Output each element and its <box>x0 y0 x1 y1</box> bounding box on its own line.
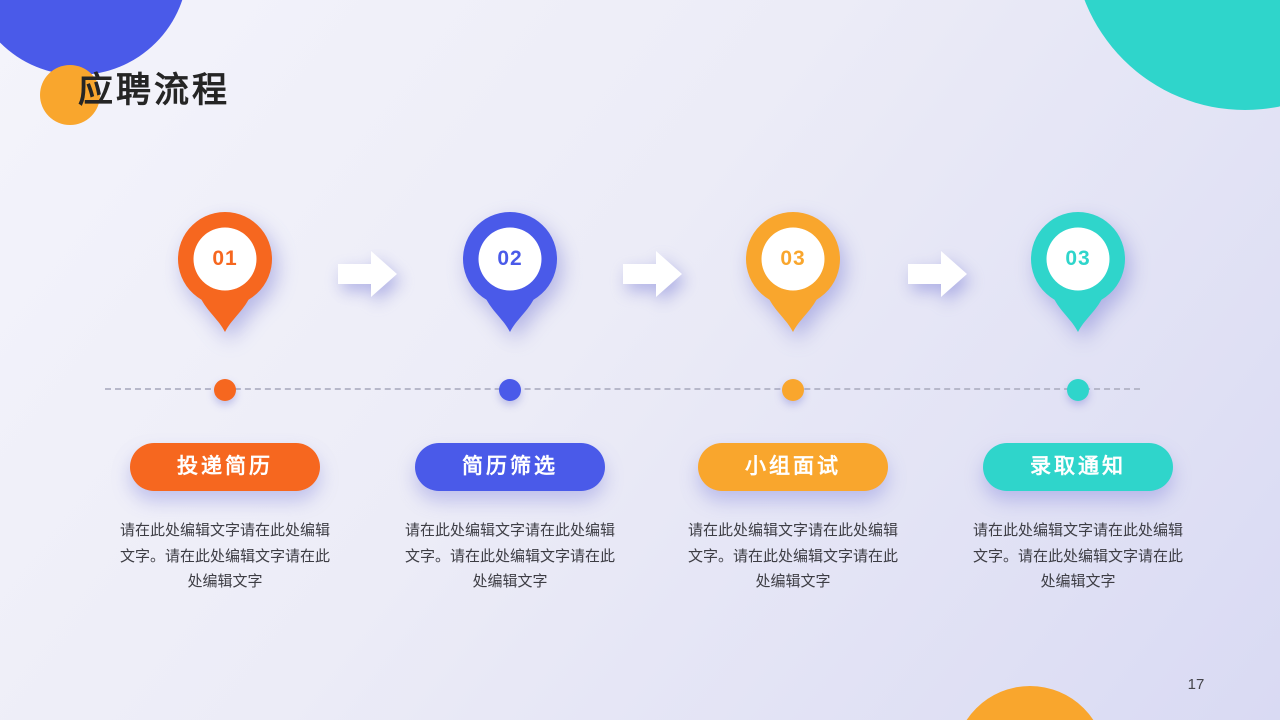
page-title: 应聘流程 <box>78 71 231 110</box>
step-label-pill: 投递简历 <box>130 443 320 491</box>
arrow-right-icon <box>908 250 968 298</box>
step-description: 请在此处编辑文字请在此处编辑文字。请在此处编辑文字请在此处编辑文字 <box>404 522 615 590</box>
step-label-pill: 简历筛选 <box>415 443 605 491</box>
step-column-2: 02 简历筛选 请在此处编辑文字请在此处编辑文字。请在此处编辑文字请在此处编辑文… <box>390 210 630 620</box>
step-label-pill: 小组面试 <box>698 443 888 491</box>
step-column-4: 03 录取通知 请在此处编辑文字请在此处编辑文字。请在此处编辑文字请在此处编辑文… <box>958 210 1198 620</box>
step-number: 03 <box>780 247 806 270</box>
step-number: 02 <box>497 247 523 270</box>
page-number: 17 <box>1187 676 1205 693</box>
step-number: 01 <box>212 247 238 270</box>
arrow-right-icon <box>338 250 398 298</box>
step-column-3: 03 小组面试 请在此处编辑文字请在此处编辑文字。请在此处编辑文字请在此处编辑文… <box>673 210 913 620</box>
location-pin-icon: 02 <box>460 210 560 336</box>
step-number: 03 <box>1065 247 1091 270</box>
timeline-dot <box>499 379 521 401</box>
location-pin-icon: 01 <box>175 210 275 336</box>
timeline-dot <box>782 379 804 401</box>
timeline-dot <box>1067 379 1089 401</box>
location-pin-icon: 03 <box>743 210 843 336</box>
decor-circle-orange-bottom <box>954 686 1106 720</box>
step-column-1: 01 投递简历 请在此处编辑文字请在此处编辑文字。请在此处编辑文字请在此处编辑文… <box>105 210 345 620</box>
location-pin-icon: 03 <box>1028 210 1128 336</box>
timeline-dot <box>214 379 236 401</box>
step-description: 请在此处编辑文字请在此处编辑文字。请在此处编辑文字请在此处编辑文字 <box>119 522 330 590</box>
timeline-dashed-line <box>105 388 1140 390</box>
step-description: 请在此处编辑文字请在此处编辑文字。请在此处编辑文字请在此处编辑文字 <box>687 522 898 590</box>
arrow-right-icon <box>623 250 683 298</box>
step-description: 请在此处编辑文字请在此处编辑文字。请在此处编辑文字请在此处编辑文字 <box>972 522 1183 590</box>
decor-circle-orange-title <box>40 65 100 125</box>
step-label-pill: 录取通知 <box>983 443 1173 491</box>
decor-circle-teal-top-right <box>1073 0 1280 110</box>
